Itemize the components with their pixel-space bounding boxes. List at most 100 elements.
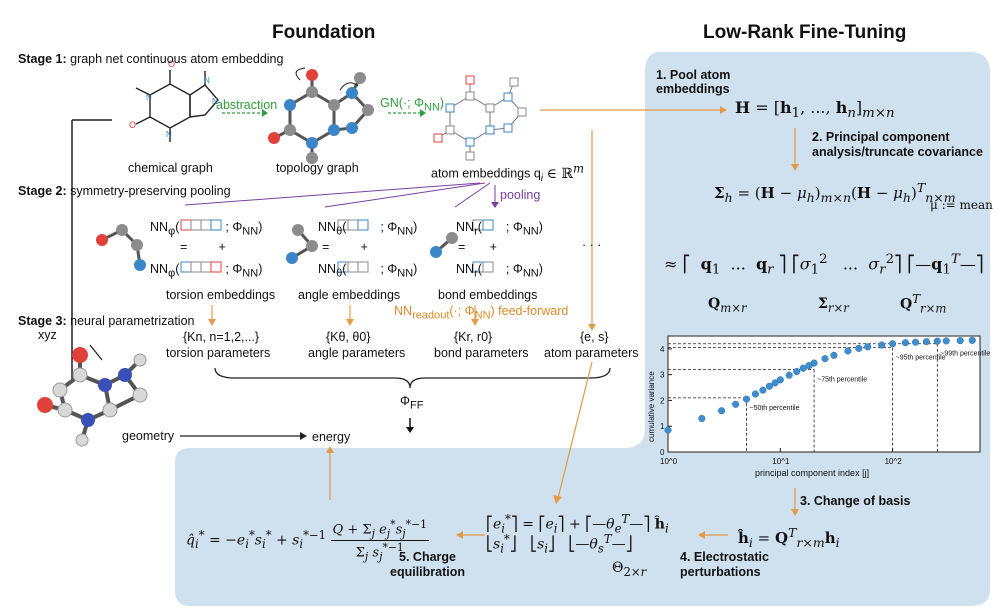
Sigma-matrix-label: Σr×r [818, 296, 849, 315]
svg-text:N: N [204, 76, 210, 85]
data-point [751, 390, 759, 398]
energy-label: energy [312, 430, 351, 444]
bond-params-label: bond parameters [434, 346, 529, 360]
Q-matrix-label: Qm×r [708, 296, 747, 315]
svg-text:O: O [168, 59, 175, 69]
data-point [855, 344, 863, 352]
data-point [911, 338, 920, 346]
Theta-label: Θ2×r [612, 560, 647, 579]
step1-label: 1. Pool atom embeddings [656, 68, 731, 96]
data-point [732, 400, 740, 408]
bond-fragment [430, 232, 458, 258]
data-point [771, 379, 779, 387]
nn-embedding-boxes [180, 219, 494, 273]
percentile-label-0: ~50th percentile [749, 405, 799, 412]
parameters-brace [214, 367, 611, 389]
change-of-basis-eq: ĥi = QTr×mhi [738, 525, 840, 550]
nn-torsion-1: NNφ(; ΦNN) [150, 220, 263, 238]
data-point [878, 341, 886, 349]
y-tick-label-0: 0 [660, 448, 665, 457]
x-tick-label-0: 10^0 [660, 457, 678, 466]
data-point [698, 414, 706, 423]
data-point [664, 426, 672, 434]
nn-angle-2: NNθ(; ΦNN) [318, 262, 418, 280]
chart-frame [667, 335, 981, 453]
angle-params-label: angle parameters [308, 346, 406, 360]
data-point [759, 386, 767, 394]
atom-embeddings-molecule [437, 80, 523, 156]
stage1-label: Stage 1: graph net continuous atom embed… [18, 52, 284, 66]
variance-chart: ~50th percentile ~75th percentile ~95th pe… [647, 335, 990, 478]
data-point [956, 337, 964, 345]
data-point [864, 343, 872, 351]
chemical-graph-molecule [135, 70, 219, 142]
torsion-fragment [96, 224, 146, 271]
data-point [922, 338, 930, 346]
torsion-plus: = + [180, 240, 226, 254]
topology-graph-molecule [268, 67, 374, 164]
torsion-embeddings-label: torsion embeddings [166, 288, 276, 302]
ellipsis: · · · [582, 238, 602, 252]
y-tick-label-4: 4 [660, 345, 665, 354]
topology-graph-label: topology graph [276, 161, 359, 175]
stage3-label: Stage 3: neural parametrization [18, 314, 195, 328]
y-tick-label-3: 3 [660, 371, 665, 380]
gn-label: GN(·; ΦNN) [380, 96, 445, 114]
data-point [968, 336, 976, 344]
x-axis-label: principal component index [j] [755, 468, 869, 478]
atom-embeddings-label: atom embeddings qi ∈ ℝm [431, 161, 585, 185]
y-tick-label-1: 1 [660, 422, 665, 431]
x-tick-label-2: 10^2 [885, 457, 903, 466]
nn-bond-2: NNr(; ΦNN) [456, 262, 543, 280]
data-point [942, 337, 950, 345]
lowrank-panel [175, 52, 990, 606]
lowrank-approx: ≈ ⎡ q1 ... qr ⎤ ⎡σ12 ... σr2⎤ ⎡—q1T—⎤ [664, 252, 984, 278]
percentile-label-1: ~75th percentile [817, 377, 867, 384]
nn-torsion-2: NNφ(; ΦNN) [150, 262, 263, 280]
angle-plus: = + [322, 240, 368, 254]
nn-bond-1: NNr(; ΦNN) [456, 220, 543, 238]
bond-embeddings-label: bond embeddings [438, 288, 538, 302]
data-point [933, 337, 941, 345]
percentile-label-2: ~95th percentile [896, 355, 946, 362]
data-point [765, 382, 773, 390]
svg-text:N: N [146, 93, 152, 102]
atom-params-label: atom parameters [544, 346, 639, 360]
data-point [830, 351, 838, 359]
data-point [821, 355, 829, 363]
step3-label: 3. Change of basis [800, 494, 911, 508]
data-point [793, 368, 801, 376]
step4-label: 4. Electrostatic perturbations [680, 550, 769, 579]
QT-matrix-label: QTr×m [900, 292, 947, 316]
data-point [889, 340, 897, 348]
data-point [799, 364, 807, 372]
data-point [776, 376, 784, 384]
lowrank-header: Low-Rank Fine-Tuning [703, 22, 907, 43]
torsion-set: {Kn, n=1,2,...} [183, 330, 260, 344]
embedding-cubes [433, 75, 527, 161]
bond-set: {Kr, r0} [454, 330, 493, 344]
phi-ff-label: ΦFF [400, 394, 424, 412]
stage2-label: Stage 2: symmetry-preserving pooling [18, 184, 231, 198]
H-equation: H = [h1, ..., hn]m×n [735, 98, 895, 122]
data-point [844, 347, 852, 355]
data-point [718, 407, 726, 415]
foundation-header: Foundation [272, 22, 376, 43]
torsion-params-label: torsion parameters [166, 346, 271, 360]
pooling-label: pooling [500, 188, 541, 202]
geometry-label: geometry [122, 429, 175, 443]
perturbation-eq-row2: ⎣si*⎦ ⎣si⎦ ⎣—θsT—⎦ [486, 532, 633, 556]
data-point [901, 339, 909, 347]
covariance-equation: Σh = (H − μh)m×n(H − μh)Tn×m [714, 180, 956, 205]
step5-label: 5. Charge equilibration [390, 550, 465, 579]
data-point [810, 359, 818, 367]
svg-text:O: O [129, 120, 136, 130]
percentile-label-3: ~99th percentile [940, 351, 990, 358]
xyz-label: xyz [38, 328, 57, 342]
abstraction-label: abstraction [216, 98, 278, 112]
geometry-molecule [37, 347, 148, 447]
nn-angle-1: NNθ(; ΦNN) [318, 220, 418, 238]
data-point [785, 371, 793, 379]
y-axis-label: cumulative variance [647, 371, 656, 442]
